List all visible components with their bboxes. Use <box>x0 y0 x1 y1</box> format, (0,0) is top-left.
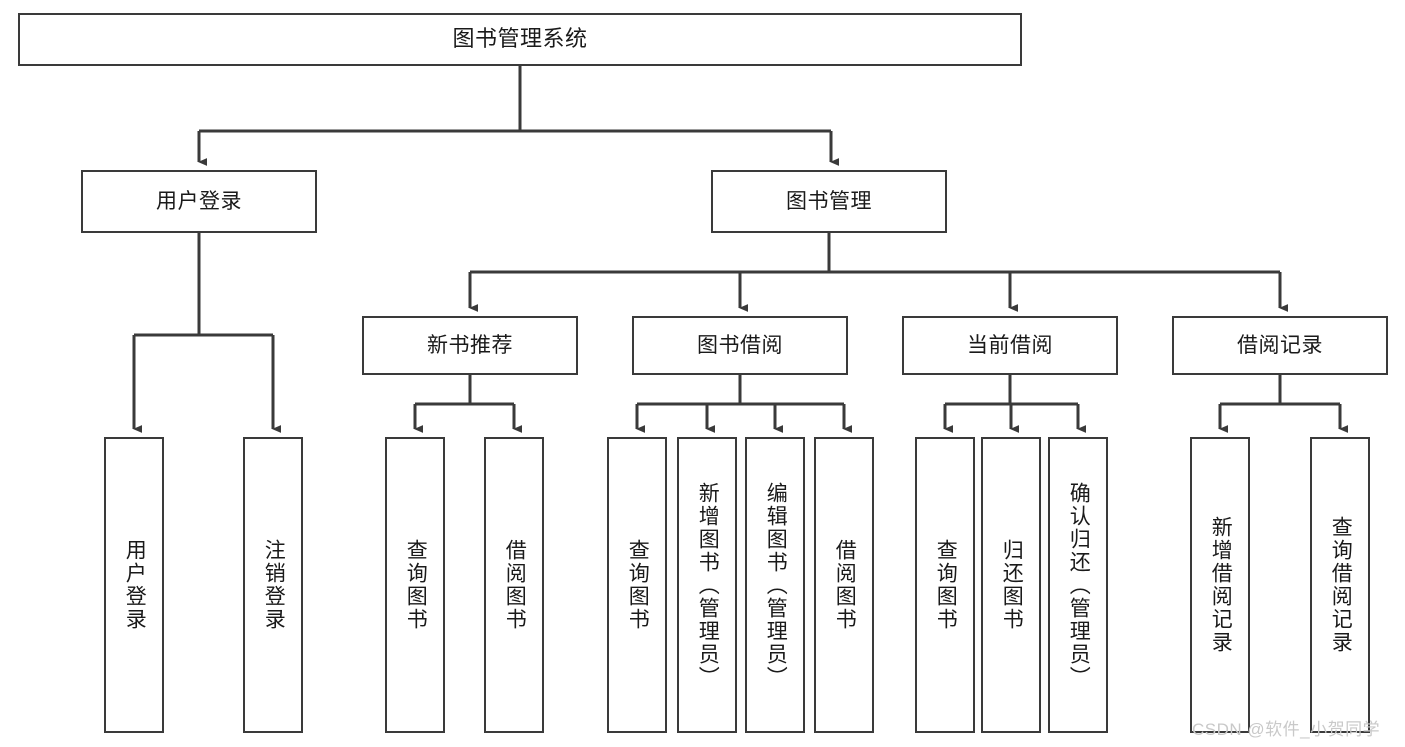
node-leaf-borrow-book[interactable]: 借阅图书 <box>814 437 874 733</box>
node-leaf-borrow-book-newbook[interactable]: 借阅图书 <box>484 437 544 733</box>
node-label: 归还图书 <box>1000 539 1024 631</box>
node-leaf-add-book-admin[interactable]: 新增图书（管理员） <box>677 437 737 733</box>
node-label: 图书管理系统 <box>452 26 588 52</box>
node-label: 用户登录 <box>123 539 147 631</box>
node-label: 确认归还（管理员） <box>1067 481 1091 689</box>
node-book-borrow[interactable]: 图书借阅 <box>632 316 848 375</box>
node-new-book-recommend[interactable]: 新书推荐 <box>362 316 578 375</box>
node-label: 当前借阅 <box>967 333 1053 357</box>
node-label: 借阅图书 <box>503 539 527 631</box>
node-root-system[interactable]: 图书管理系统 <box>18 13 1022 66</box>
node-label: 图书借阅 <box>697 333 783 357</box>
node-current-borrow[interactable]: 当前借阅 <box>902 316 1118 375</box>
node-user-login[interactable]: 用户登录 <box>81 170 317 233</box>
node-leaf-query-book-current[interactable]: 查询图书 <box>915 437 975 733</box>
node-label: 查询图书 <box>404 539 428 631</box>
node-leaf-confirm-return-admin[interactable]: 确认归还（管理员） <box>1048 437 1108 733</box>
node-leaf-user-login[interactable]: 用户登录 <box>104 437 164 733</box>
node-leaf-query-borrow-record[interactable]: 查询借阅记录 <box>1310 437 1370 733</box>
node-label: 新书推荐 <box>427 333 513 357</box>
node-leaf-query-book-borrow[interactable]: 查询图书 <box>607 437 667 733</box>
node-label: 借阅记录 <box>1237 333 1323 357</box>
node-label: 编辑图书（管理员） <box>764 481 788 689</box>
node-label: 查询图书 <box>934 539 958 631</box>
node-label: 借阅图书 <box>833 539 857 631</box>
csdn-watermark: CSDN @软件_小贺同学 <box>1192 720 1381 739</box>
node-label: 新增图书（管理员） <box>696 481 720 689</box>
node-label: 图书管理 <box>786 189 872 213</box>
node-leaf-add-borrow-record[interactable]: 新增借阅记录 <box>1190 437 1250 733</box>
node-book-management[interactable]: 图书管理 <box>711 170 947 233</box>
node-leaf-logout[interactable]: 注销登录 <box>243 437 303 733</box>
node-borrow-record[interactable]: 借阅记录 <box>1172 316 1388 375</box>
node-label: 新增借阅记录 <box>1209 516 1233 654</box>
node-label: 注销登录 <box>262 539 286 631</box>
node-label: 用户登录 <box>156 189 242 213</box>
node-leaf-query-book-newbook[interactable]: 查询图书 <box>385 437 445 733</box>
node-leaf-return-book[interactable]: 归还图书 <box>981 437 1041 733</box>
node-label: 查询图书 <box>626 539 650 631</box>
node-label: 查询借阅记录 <box>1329 516 1353 654</box>
node-leaf-edit-book-admin[interactable]: 编辑图书（管理员） <box>745 437 805 733</box>
